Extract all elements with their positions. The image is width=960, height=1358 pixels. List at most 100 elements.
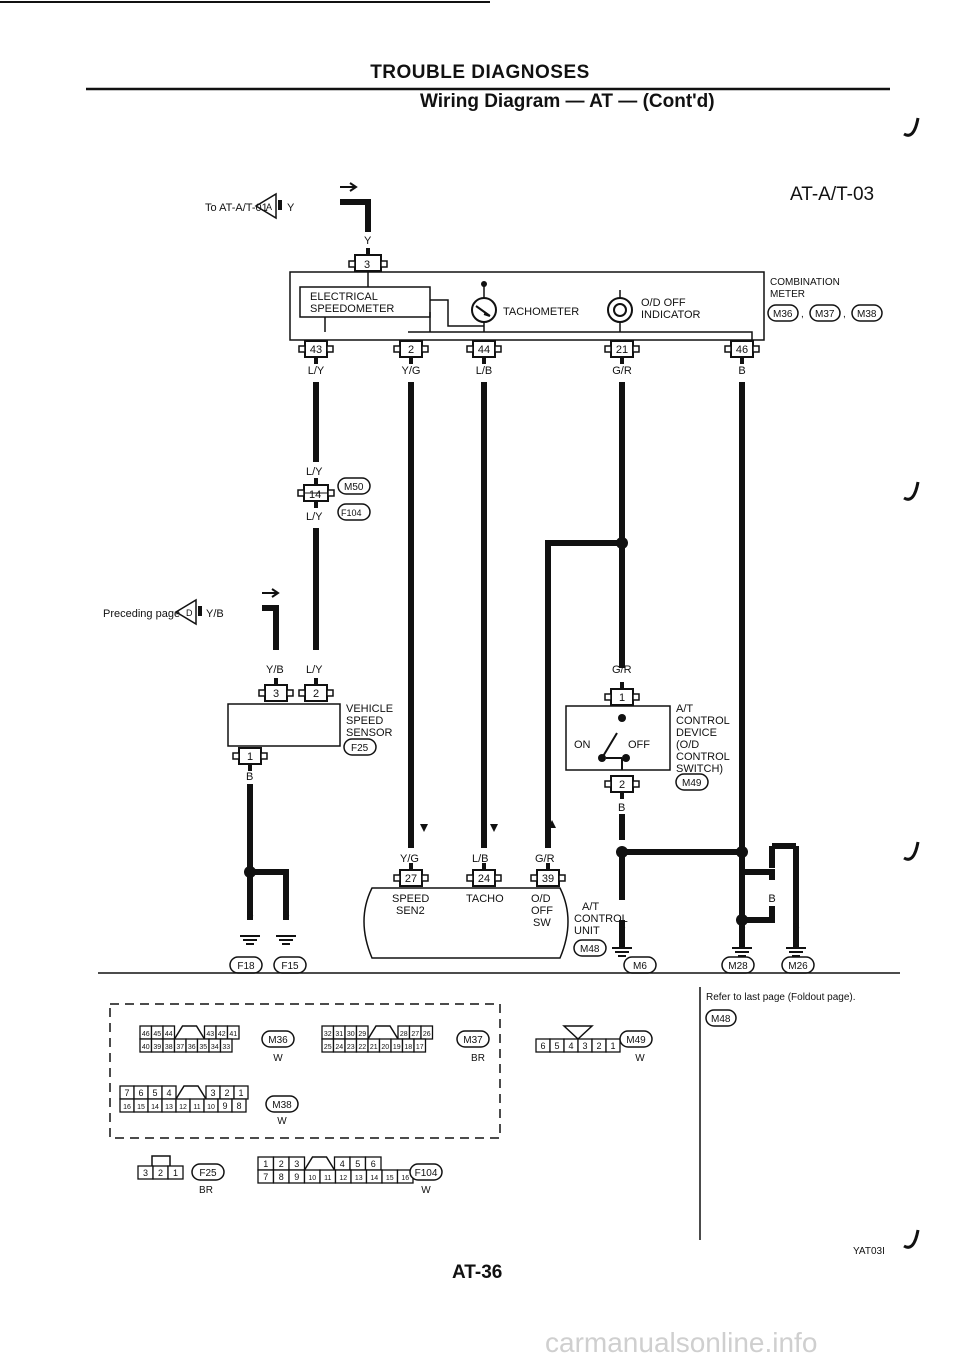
vss-pin-bottom-tab-right [260, 752, 268, 760]
meter-pin-46: 46 [736, 344, 748, 356]
od-switch-pin-top-tab-right [632, 693, 640, 701]
od-switch-pin-bottom-tab-right [632, 780, 640, 788]
atcu-pin-39-stub-top [546, 863, 550, 870]
joint-tab-r [327, 489, 335, 497]
conn-view-m37-id: M37 [463, 1035, 483, 1046]
ground-conn-m26: M26 [788, 961, 808, 972]
meter-wire-4: B [738, 365, 745, 377]
od-switch-wire-b: B [618, 802, 625, 814]
conn-view-f104-pin-9: 9 [294, 1172, 299, 1182]
conn-view-m49-pin-4: 4 [568, 1041, 573, 1051]
conn-view-f25-pin-1: 1 [173, 1168, 178, 1178]
conn-view-m38-pin-9: 9 [222, 1101, 227, 1111]
atcu-box-outline [363, 887, 569, 959]
atcu-terminal-labels: SPEED SEN2 TACHO O/D OFF SW [392, 893, 553, 929]
od-off-indicator-symbol [607, 297, 633, 323]
conn-view-m37-pin-26: 26 [423, 1031, 431, 1038]
conn-view-f25-color: BR [199, 1185, 213, 1196]
od-switch-pin-bottom-stub-bottom [620, 792, 624, 799]
vss-conn: F25 [351, 743, 369, 754]
conn-view-m36-pin-34: 34 [211, 1044, 219, 1051]
vss-ground-splice [244, 866, 256, 878]
conn-view-m49-pin-3: 3 [582, 1041, 587, 1051]
od-switch-ground-wire [619, 814, 799, 948]
conn-view-m36-pin-39: 39 [153, 1044, 161, 1051]
page-title: TROUBLE DIAGNOSES [370, 62, 590, 83]
od-switch-pin-top-stub-top [620, 682, 624, 689]
vss-wire-ly: L/Y [306, 664, 323, 676]
ground-conn-f18: F18 [237, 961, 255, 972]
ground-conn-f15: F15 [281, 961, 299, 972]
vss-pin-bottom-stub-bottom [248, 764, 252, 771]
od-switch-name-line-4: CONTROL [676, 751, 730, 763]
meter-pin-2-stub-bottom [409, 357, 413, 364]
vss-pin-bottom: 1 [247, 751, 253, 763]
to-at-wire: Y [287, 202, 295, 214]
conn-view-m36-color: W [273, 1053, 283, 1064]
svg-text:O/D: O/D [531, 893, 551, 905]
wire-y-top [340, 199, 371, 232]
ground-conn-m28: M28 [728, 961, 748, 972]
meter-joint-dot [481, 281, 487, 287]
svg-text:M36: M36 [773, 309, 793, 320]
vss-name-line1: VEHICLE [346, 703, 393, 715]
od-switch-name-line-3: (O/D [676, 739, 699, 751]
conn-view-m36-cell-41 [226, 1025, 240, 1040]
vss-name-line2: SPEED [346, 715, 383, 727]
conn-view-m49-color: W [635, 1053, 645, 1064]
joint-stub-bottom [314, 502, 318, 508]
meter-pin-21-tab-left [604, 345, 612, 353]
od-switch-name-line-1: CONTROL [676, 715, 730, 727]
meter-pin-44-stub-bottom [482, 357, 486, 364]
conn-view-m36-pin-33: 33 [222, 1044, 230, 1051]
conn-view-m38-pin-6: 6 [138, 1088, 143, 1098]
svg-text:OFF: OFF [531, 905, 553, 917]
joint-wire-bottom: L/Y [306, 511, 323, 523]
vss-conn-oval [343, 738, 377, 756]
vss-pin-top-a: 3 [273, 688, 279, 700]
conn-view-m38-pin-11: 11 [193, 1104, 200, 1111]
conn-view-m38-color: W [277, 1116, 287, 1127]
conn-view-m49-pin-2: 2 [596, 1041, 601, 1051]
to-at-tag-letter: A [266, 202, 272, 212]
atcu-pin-27: 27 [405, 873, 417, 885]
conn-view-f104-pin-12: 12 [339, 1175, 347, 1182]
conn-view-f104-pin-5: 5 [355, 1159, 360, 1169]
conn-view-f104-pin-1: 1 [263, 1159, 268, 1169]
conn-view-m37-pin-17: 17 [416, 1044, 424, 1051]
conn-view-m37-pin-21: 21 [370, 1044, 378, 1051]
svg-text:Y/G: Y/G [400, 853, 419, 865]
atcu-name: A/T CONTROL UNIT [574, 901, 628, 937]
od-switch-on: ON [574, 739, 591, 751]
conn-view-f104-pin-4: 4 [340, 1159, 345, 1169]
conn-view-f104-pin-3: 3 [294, 1159, 299, 1169]
atcu-pin-24-tab-right [494, 874, 502, 882]
ground-m28-wire: B [738, 921, 745, 933]
combination-meter-line2: METER [770, 289, 805, 300]
conn-view-m37-cell-26 [420, 1025, 434, 1040]
conn-view-m36-pin-45: 45 [153, 1031, 161, 1038]
preceding-tag-letter: D [186, 608, 193, 618]
conn-view-m38-pin-13: 13 [165, 1104, 173, 1111]
od-switch-contact-top [618, 714, 626, 722]
atcu-pin-39-tab-right [558, 874, 566, 882]
meter-pin-21-stub-bottom [620, 357, 624, 364]
atcu-pin-27-tab-right [421, 874, 429, 882]
meter-pin-21-tab-right [632, 345, 640, 353]
refer-text: Refer to last page (Foldout page). [706, 992, 856, 1003]
ground-conn-m6: M6 [633, 961, 647, 972]
meter-wire-2: L/B [476, 365, 493, 377]
od-switch-contact-right [622, 754, 630, 762]
joint-conn-b: F104 [341, 508, 362, 518]
svg-text:G/R: G/R [535, 853, 555, 865]
conn-view-m38-pin-7: 7 [124, 1088, 129, 1098]
od-switch-pin-top-tab-left [604, 693, 612, 701]
diagram-id: AT-A/T-03 [790, 184, 874, 205]
ground-m26-wire: B [792, 921, 799, 933]
pin3-stub [366, 248, 370, 254]
to-at-direction-arrow [340, 182, 358, 192]
svg-text:UNIT: UNIT [574, 925, 600, 937]
atcu-conn-oval [573, 939, 607, 957]
conn-view-m38-pin-15: 15 [137, 1104, 145, 1111]
